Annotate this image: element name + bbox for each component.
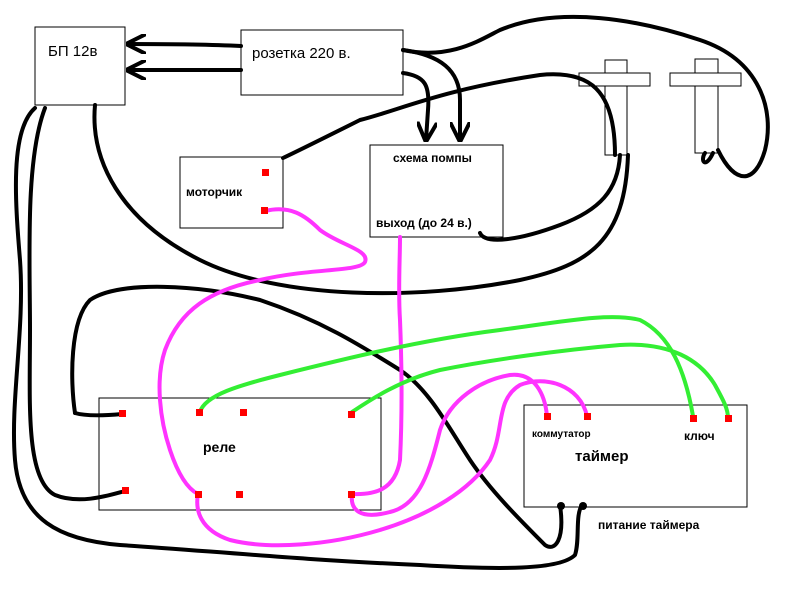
arrow-icon-socket-to-pump-right	[401, 48, 460, 142]
wire-motor-to-relay	[157, 207, 368, 496]
terminals	[119, 169, 732, 510]
motor-box	[179, 156, 284, 229]
black-wires	[11, 14, 770, 570]
key-label: ключ	[684, 429, 715, 443]
terminal-dot-relay-4	[348, 411, 355, 418]
terminal-dot-relay-6	[195, 491, 202, 498]
wire-pump-to-plug-left	[478, 153, 622, 242]
terminal-dot-relay-5	[122, 487, 129, 494]
terminal-dot-relay-2	[196, 409, 203, 416]
wire-relay-to-key-left	[198, 315, 695, 418]
arrow-icon-socket-to-psu-top	[128, 44, 243, 46]
pump-box	[369, 144, 504, 238]
green-wires	[198, 315, 730, 420]
terminal-dot-commutator-1	[544, 413, 551, 420]
wire-relay-to-commutator-left	[349, 372, 549, 517]
plug-icon-left	[578, 59, 651, 156]
terminal-dot-motor-2	[261, 207, 268, 214]
terminal-dot-relay-8	[348, 491, 355, 498]
terminal-dot-relay-3	[240, 409, 247, 416]
psu-box	[34, 26, 126, 106]
terminal-dot-relay-7	[236, 491, 243, 498]
terminal-dot-timer-power-2	[579, 502, 587, 510]
relay-box	[98, 397, 382, 511]
psu-label: БП 12в	[48, 43, 97, 60]
wire-relay-to-commutator-right	[195, 379, 589, 548]
terminal-dot-key-2	[725, 415, 732, 422]
wire-socket-to-plug-right	[401, 14, 770, 179]
plug-icon-right	[669, 58, 742, 154]
pump-title-label: схема помпы	[393, 151, 472, 165]
terminal-dot-relay-1	[119, 410, 126, 417]
wire-relay-top-left	[73, 411, 124, 418]
socket-label: розетка 220 в.	[252, 45, 351, 62]
relay-label: реле	[203, 439, 236, 455]
timer-label: таймер	[575, 448, 629, 465]
wire-psu-to-relay-bottom	[27, 106, 127, 502]
wire-psu-outer-loop	[11, 106, 584, 570]
wire-psu-to-plug	[92, 103, 630, 296]
timer-power-label: питание таймера	[598, 518, 700, 532]
arrow-icon-socket-to-pump-left	[401, 71, 428, 140]
terminal-dot-motor-1	[262, 169, 269, 176]
commutator-label: коммутатор	[532, 429, 591, 440]
terminal-dot-timer-power-1	[557, 502, 565, 510]
magenta-wires	[157, 207, 589, 548]
pump-output-label: выход (до 24 в.)	[376, 216, 472, 230]
wire-plug-right-pins	[701, 151, 715, 165]
terminal-dot-key-1	[690, 415, 697, 422]
motor-label: моторчик	[186, 185, 243, 199]
socket-box	[240, 29, 404, 96]
wire-relay-to-timer-power	[70, 284, 564, 549]
wire-relay-to-key-right	[350, 342, 730, 420]
wire-pump-output-to-relay	[350, 235, 404, 497]
timer-box	[523, 404, 748, 508]
terminal-dot-commutator-2	[584, 413, 591, 420]
wire-motor-to-plug-left	[281, 72, 617, 160]
